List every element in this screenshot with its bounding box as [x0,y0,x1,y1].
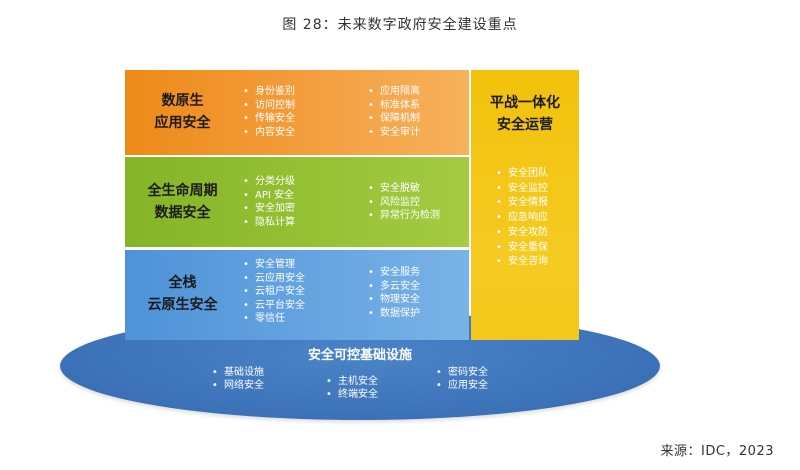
band-left-list: 分类分级 API 安全 安全加密 隐私计算 [243,175,295,229]
list-item: 风险监控 [368,196,440,210]
list-item: 安全监控 [496,182,548,197]
list-item: 云平台安全 [243,299,305,313]
band-title: 全生命周期 数据安全 [147,183,218,221]
list-item: 分类分级 [243,175,295,189]
list-item: 物理安全 [368,293,420,307]
list-item: 安全攻防 [496,226,548,241]
list-item: 云租户安全 [243,285,305,299]
infrastructure-title: 安全可控基础设施 [307,348,412,363]
list-item: 基础设施 [212,366,264,379]
infrastructure-list-1: 基础设施 网络安全 [212,366,264,392]
security-operations-panel: 平战一体化 安全运营 安全团队 安全监控 安全情报 应急响应 安全攻防 安全重保… [471,70,579,340]
list-item: 异常行为检测 [368,209,440,223]
band-native-app-security: 数原生 应用安全 身份鉴别 访问控制 传输安全 内容安全 应用隔离 标准体系 保… [125,70,469,155]
band-left-list: 安全管理 云应用安全 云租户安全 云平台安全 零信任 [243,258,305,326]
band-right-list: 安全服务 多云安全 物理安全 数据保护 [368,266,420,320]
list-item: 终端安全 [326,388,378,401]
list-item: 安全服务 [368,266,420,280]
list-item: 应用隔离 [368,85,420,99]
list-item: 安全咨询 [496,255,548,270]
list-item: 网络安全 [212,379,264,392]
band-right-list: 安全脱敏 风险监控 异常行为检测 [368,182,440,223]
list-item: 内容安全 [243,126,295,140]
list-item: 多云安全 [368,280,420,294]
list-item: 应用安全 [436,379,488,392]
list-item: 安全管理 [243,258,305,272]
list-item: 安全加密 [243,202,295,216]
list-item: 云应用安全 [243,272,305,286]
list-item: 隐私计算 [243,216,295,230]
list-item: 数据保护 [368,307,420,321]
panel-list: 安全团队 安全监控 安全情报 应急响应 安全攻防 安全重保 安全咨询 [496,167,548,270]
list-item: 主机安全 [326,375,378,388]
list-item: 访问控制 [243,99,295,113]
list-item: 标准体系 [368,99,420,113]
list-item: 密码安全 [436,366,488,379]
list-item: 安全审计 [368,126,420,140]
list-item: 安全重保 [496,241,548,256]
infrastructure-list-2: 主机安全 终端安全 [326,375,378,401]
list-item: 身份鉴别 [243,85,295,99]
list-item: 保障机制 [368,112,420,126]
list-item: 安全情报 [496,196,548,211]
list-item: 应急响应 [496,211,548,226]
list-item: 安全团队 [496,167,548,182]
list-item: API 安全 [243,189,295,203]
band-title: 数原生 应用安全 [154,93,211,131]
list-item: 安全脱敏 [368,182,440,196]
list-item: 零信任 [243,312,305,326]
band-title: 全栈 云原生安全 [147,275,218,313]
list-item: 传输安全 [243,112,295,126]
band-right-list: 应用隔离 标准体系 保障机制 安全审计 [368,85,420,139]
band-data-security: 全生命周期 数据安全 分类分级 API 安全 安全加密 隐私计算 安全脱敏 风险… [125,157,469,247]
infrastructure-list-3: 密码安全 应用安全 [436,366,488,392]
source-note: 来源：IDC，2023 [660,444,774,459]
panel-title: 平战一体化 安全运营 [490,95,560,133]
figure-title: 图 28：未来数字政府安全建设重点 [282,17,518,33]
band-cloud-native-security: 全栈 云原生安全 安全管理 云应用安全 云租户安全 云平台安全 零信任 安全服务… [125,250,469,340]
band-left-list: 身份鉴别 访问控制 传输安全 内容安全 [243,85,295,139]
